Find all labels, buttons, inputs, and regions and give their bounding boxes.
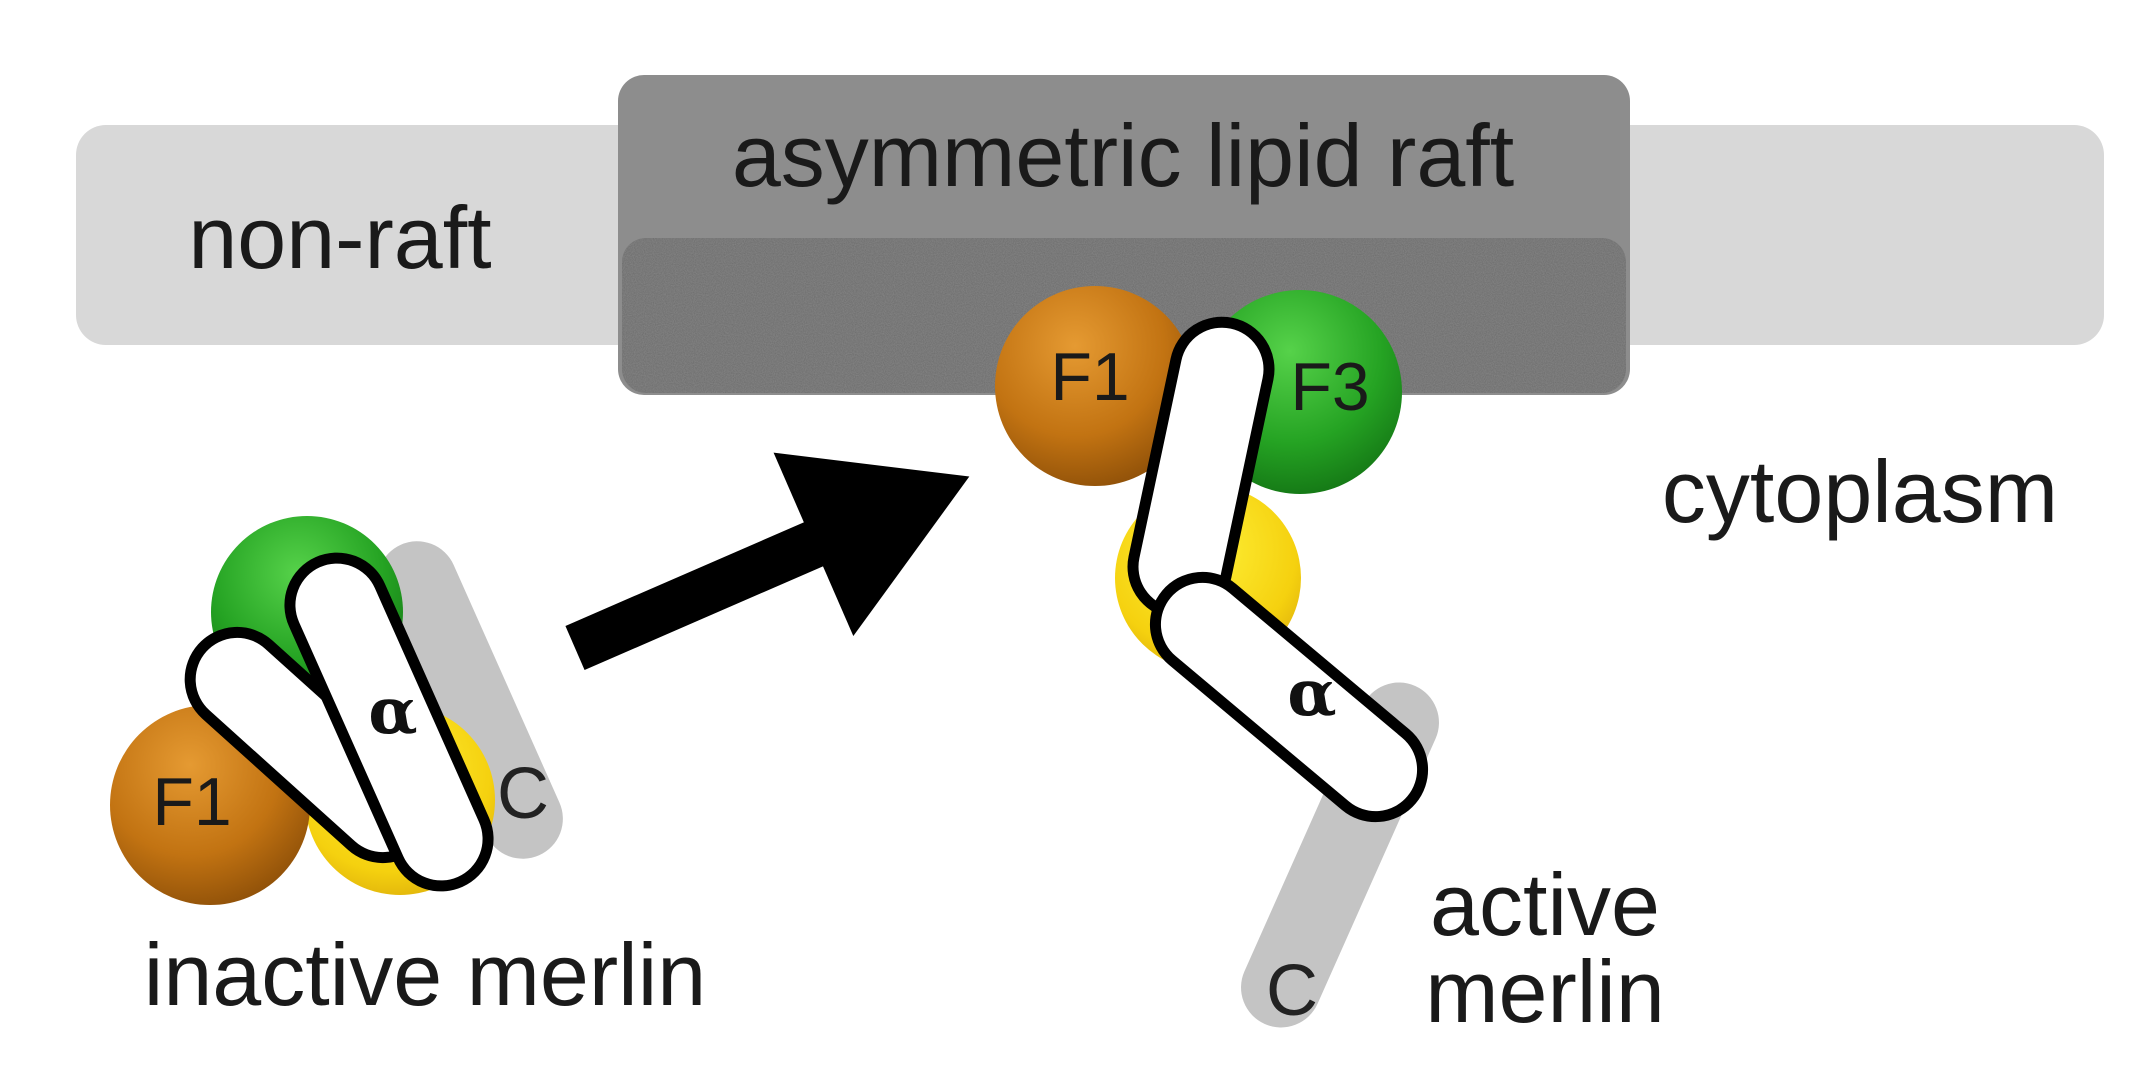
raft-label: asymmetric lipid raft xyxy=(732,106,1514,205)
cytoplasm-label: cytoplasm xyxy=(1662,442,2058,541)
inactive-c-label: C xyxy=(497,754,549,834)
active-merlin-label-line2: merlin xyxy=(1425,942,1665,1041)
activation-arrow xyxy=(565,452,970,671)
active-f1-lobe xyxy=(995,286,1195,486)
non-raft-label: non-raft xyxy=(188,188,491,287)
inactive-f1-label: F1 xyxy=(152,764,231,840)
active-merlin-label-line1: active xyxy=(1430,855,1660,954)
active-c-label: C xyxy=(1266,951,1318,1031)
active-f1-label: F1 xyxy=(1050,339,1129,415)
active-alpha-label: α xyxy=(1287,656,1336,731)
membrane xyxy=(76,75,2104,395)
inactive-merlin: C F1 α xyxy=(110,516,563,905)
inactive-alpha-label: α xyxy=(368,674,417,749)
inactive-c-tail xyxy=(377,541,563,859)
active-alpha-helix xyxy=(1149,571,1429,823)
inactive-merlin-label: inactive merlin xyxy=(144,925,706,1024)
inactive-alpha-helix xyxy=(284,552,494,892)
active-merlin: C F3 F1 α xyxy=(995,286,1439,1031)
active-f3-label: F3 xyxy=(1290,349,1369,425)
